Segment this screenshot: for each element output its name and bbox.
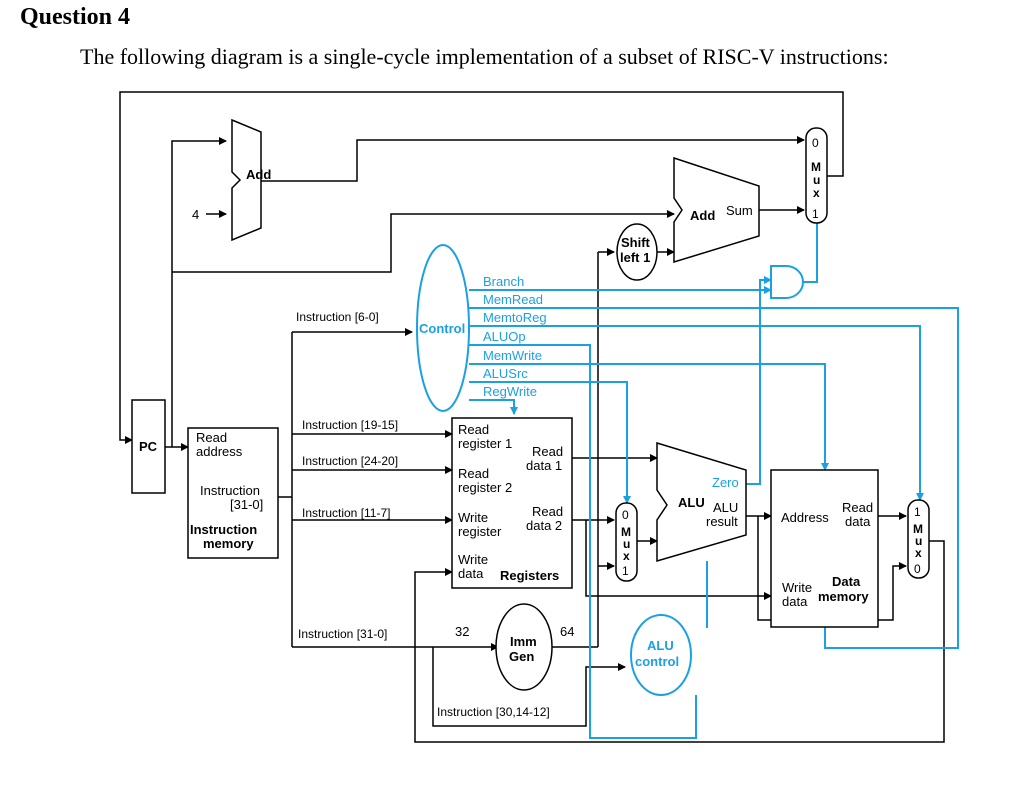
control-blocks bbox=[416, 244, 804, 696]
alu-control-l1: ALU bbox=[647, 638, 674, 653]
signal-memtoreg: MemtoReg bbox=[483, 310, 547, 325]
datapath-wires bbox=[119, 91, 945, 743]
instr-31-0-label: Instruction [31-0] bbox=[298, 627, 387, 641]
alu-label: ALU bbox=[678, 495, 705, 510]
control-unit-shape bbox=[416, 244, 470, 412]
alu-shape bbox=[656, 441, 747, 563]
reg-rdata1-l2: data 1 bbox=[526, 458, 562, 473]
branch-adder-label: Add bbox=[690, 208, 715, 223]
dm-write-l1: Write bbox=[782, 580, 812, 595]
signal-memwrite: MemWrite bbox=[483, 348, 542, 363]
instruction-memory-shape bbox=[187, 427, 279, 559]
pc-mux-u: u bbox=[813, 173, 820, 187]
reg-read2-l2: register 2 bbox=[458, 480, 512, 495]
bits-64-label: 64 bbox=[560, 624, 574, 639]
reg-rdata2-l1: Read bbox=[532, 504, 563, 519]
signal-memread: MemRead bbox=[483, 292, 543, 307]
shift-left-shape bbox=[616, 223, 658, 281]
reg-write-l1: Write bbox=[458, 510, 488, 525]
pc-register-shape bbox=[131, 399, 166, 494]
sum-label: Sum bbox=[726, 203, 753, 218]
signal-alusrc: ALUSrc bbox=[483, 366, 528, 381]
pc-mux-0: 0 bbox=[812, 136, 819, 150]
im-address-label: address bbox=[196, 444, 243, 459]
dm-write-l2: data bbox=[782, 594, 808, 609]
registers-shape bbox=[451, 417, 573, 589]
instr-24-20-label: Instruction [24-20] bbox=[302, 454, 398, 468]
reg-rdata1-l1: Read bbox=[532, 444, 563, 459]
shift-left-l1: Shift bbox=[621, 235, 651, 250]
pc-adder-shape bbox=[231, 118, 262, 242]
im-bits-label: [31-0] bbox=[230, 497, 263, 512]
dm-read-l1: Read bbox=[842, 500, 873, 515]
instr-30-14-12-label: Instruction [30,14-12] bbox=[437, 705, 550, 719]
wb-mux-m: M bbox=[913, 522, 923, 536]
reg-write-l2: register bbox=[458, 524, 502, 539]
control-label: Control bbox=[419, 321, 465, 336]
alu-mux-0: 0 bbox=[622, 508, 629, 522]
reg-wdata-l1: Write bbox=[458, 552, 488, 567]
im-instruction-label: Instruction bbox=[200, 483, 260, 498]
reg-read1-l1: Read bbox=[458, 422, 489, 437]
registers-label: Registers bbox=[500, 568, 559, 583]
wb-mux-u: u bbox=[915, 534, 922, 548]
dm-address-label: Address bbox=[781, 510, 829, 525]
alu-control-l2: control bbox=[635, 654, 679, 669]
im-name-label-1: Instruction bbox=[190, 522, 257, 537]
pc-mux-1: 1 bbox=[812, 207, 819, 221]
alu-result-l2: result bbox=[706, 514, 738, 529]
imm-gen-shape bbox=[495, 603, 553, 691]
bits-32-label: 32 bbox=[455, 624, 469, 639]
wb-mux-x: x bbox=[915, 546, 922, 560]
alu-mux-m: M bbox=[621, 525, 631, 539]
alu-result-l1: ALU bbox=[713, 500, 738, 515]
alu-mux-1: 1 bbox=[622, 564, 629, 578]
pc-mux-shape bbox=[805, 127, 828, 224]
pc-label: PC bbox=[139, 439, 158, 454]
im-name-label-2: memory bbox=[203, 536, 254, 551]
wb-mux-0: 0 bbox=[914, 562, 921, 576]
question-title: Question 4 bbox=[20, 4, 131, 30]
wb-mux-shape bbox=[907, 499, 930, 579]
shift-left-l2: left 1 bbox=[620, 250, 650, 265]
blocks bbox=[131, 118, 930, 691]
imm-gen-l2: Gen bbox=[509, 649, 534, 664]
dm-name-l1: Data bbox=[832, 574, 861, 589]
and-gate-shape bbox=[770, 265, 804, 299]
imm-gen-l1: Imm bbox=[510, 634, 537, 649]
wb-mux-1: 1 bbox=[914, 505, 921, 519]
instr-19-15-label: Instruction [19-15] bbox=[302, 418, 398, 432]
branch-adder-shape bbox=[673, 156, 760, 264]
dm-name-l2: memory bbox=[818, 589, 869, 604]
alu-mux-x: x bbox=[623, 549, 630, 563]
control-wires bbox=[469, 223, 959, 739]
dm-read-l2: data bbox=[845, 514, 871, 529]
signal-regwrite: RegWrite bbox=[483, 384, 537, 399]
alu-control-shape bbox=[630, 614, 692, 696]
instr-6-0-label: Instruction [6-0] bbox=[296, 310, 379, 324]
constant-four-label: 4 bbox=[192, 207, 199, 222]
question-text: The following diagram is a single-cycle … bbox=[80, 44, 889, 69]
signal-aluop: ALUOp bbox=[483, 329, 526, 344]
data-memory-shape bbox=[770, 469, 879, 628]
reg-read1-l2: register 1 bbox=[458, 436, 512, 451]
instr-11-7-label: Instruction [11-7] bbox=[302, 506, 391, 520]
alu-mux-u: u bbox=[623, 537, 630, 551]
reg-rdata2-l2: data 2 bbox=[526, 518, 562, 533]
reg-wdata-l2: data bbox=[458, 566, 484, 581]
pc-mux-m: M bbox=[811, 160, 821, 174]
zero-label: Zero bbox=[712, 475, 739, 490]
alu-mux-shape bbox=[615, 502, 638, 582]
reg-read2-l1: Read bbox=[458, 466, 489, 481]
signal-branch: Branch bbox=[483, 274, 524, 289]
pc-adder-label: Add bbox=[246, 167, 271, 182]
im-read-label: Read bbox=[196, 430, 227, 445]
pc-mux-x: x bbox=[813, 186, 820, 200]
